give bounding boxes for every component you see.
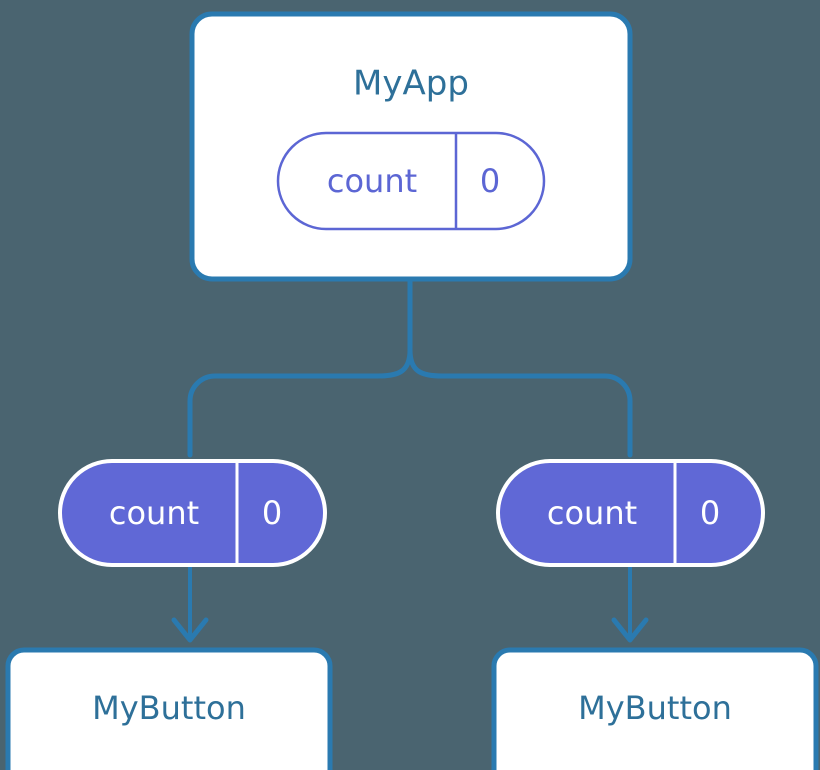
child-left-prop-pill-key: count [109,494,199,532]
arrow-head-left-icon [171,617,209,643]
node-child-right[interactable]: count 0 MyButton [491,459,819,770]
connector-fork-right [407,347,633,458]
myapp-state-pill-value: 0 [480,162,500,200]
node-myapp[interactable]: MyApp count 0 [189,11,633,282]
child-left-prop-pill-value: 0 [262,494,282,532]
myapp-state-pill[interactable]: count 0 [276,131,546,231]
child-left-component[interactable]: MyButton [5,647,333,770]
node-child-left[interactable]: count 0 MyButton [5,459,333,770]
connector-group [171,279,649,643]
myapp-state-pill-body[interactable] [276,131,546,231]
myapp-title: MyApp [353,64,469,104]
child-left-mybutton-title: MyButton [92,689,246,727]
child-right-prop-pill-key: count [547,494,637,532]
child-right-mybutton-box[interactable] [491,647,819,770]
arrow-head-right-icon [611,617,649,643]
child-left-prop-pill[interactable]: count 0 [58,459,327,567]
child-left-mybutton-box[interactable] [5,647,333,770]
myapp-state-pill-key: count [327,162,417,200]
child-right-prop-pill[interactable]: count 0 [496,459,765,567]
connector-fork-left [187,347,413,458]
child-right-mybutton-title: MyButton [578,689,732,727]
child-right-prop-pill-value: 0 [700,494,720,532]
child-left-prop-pill-body[interactable] [58,459,327,567]
child-right-prop-pill-body[interactable] [496,459,765,567]
child-right-component[interactable]: MyButton [491,647,819,770]
